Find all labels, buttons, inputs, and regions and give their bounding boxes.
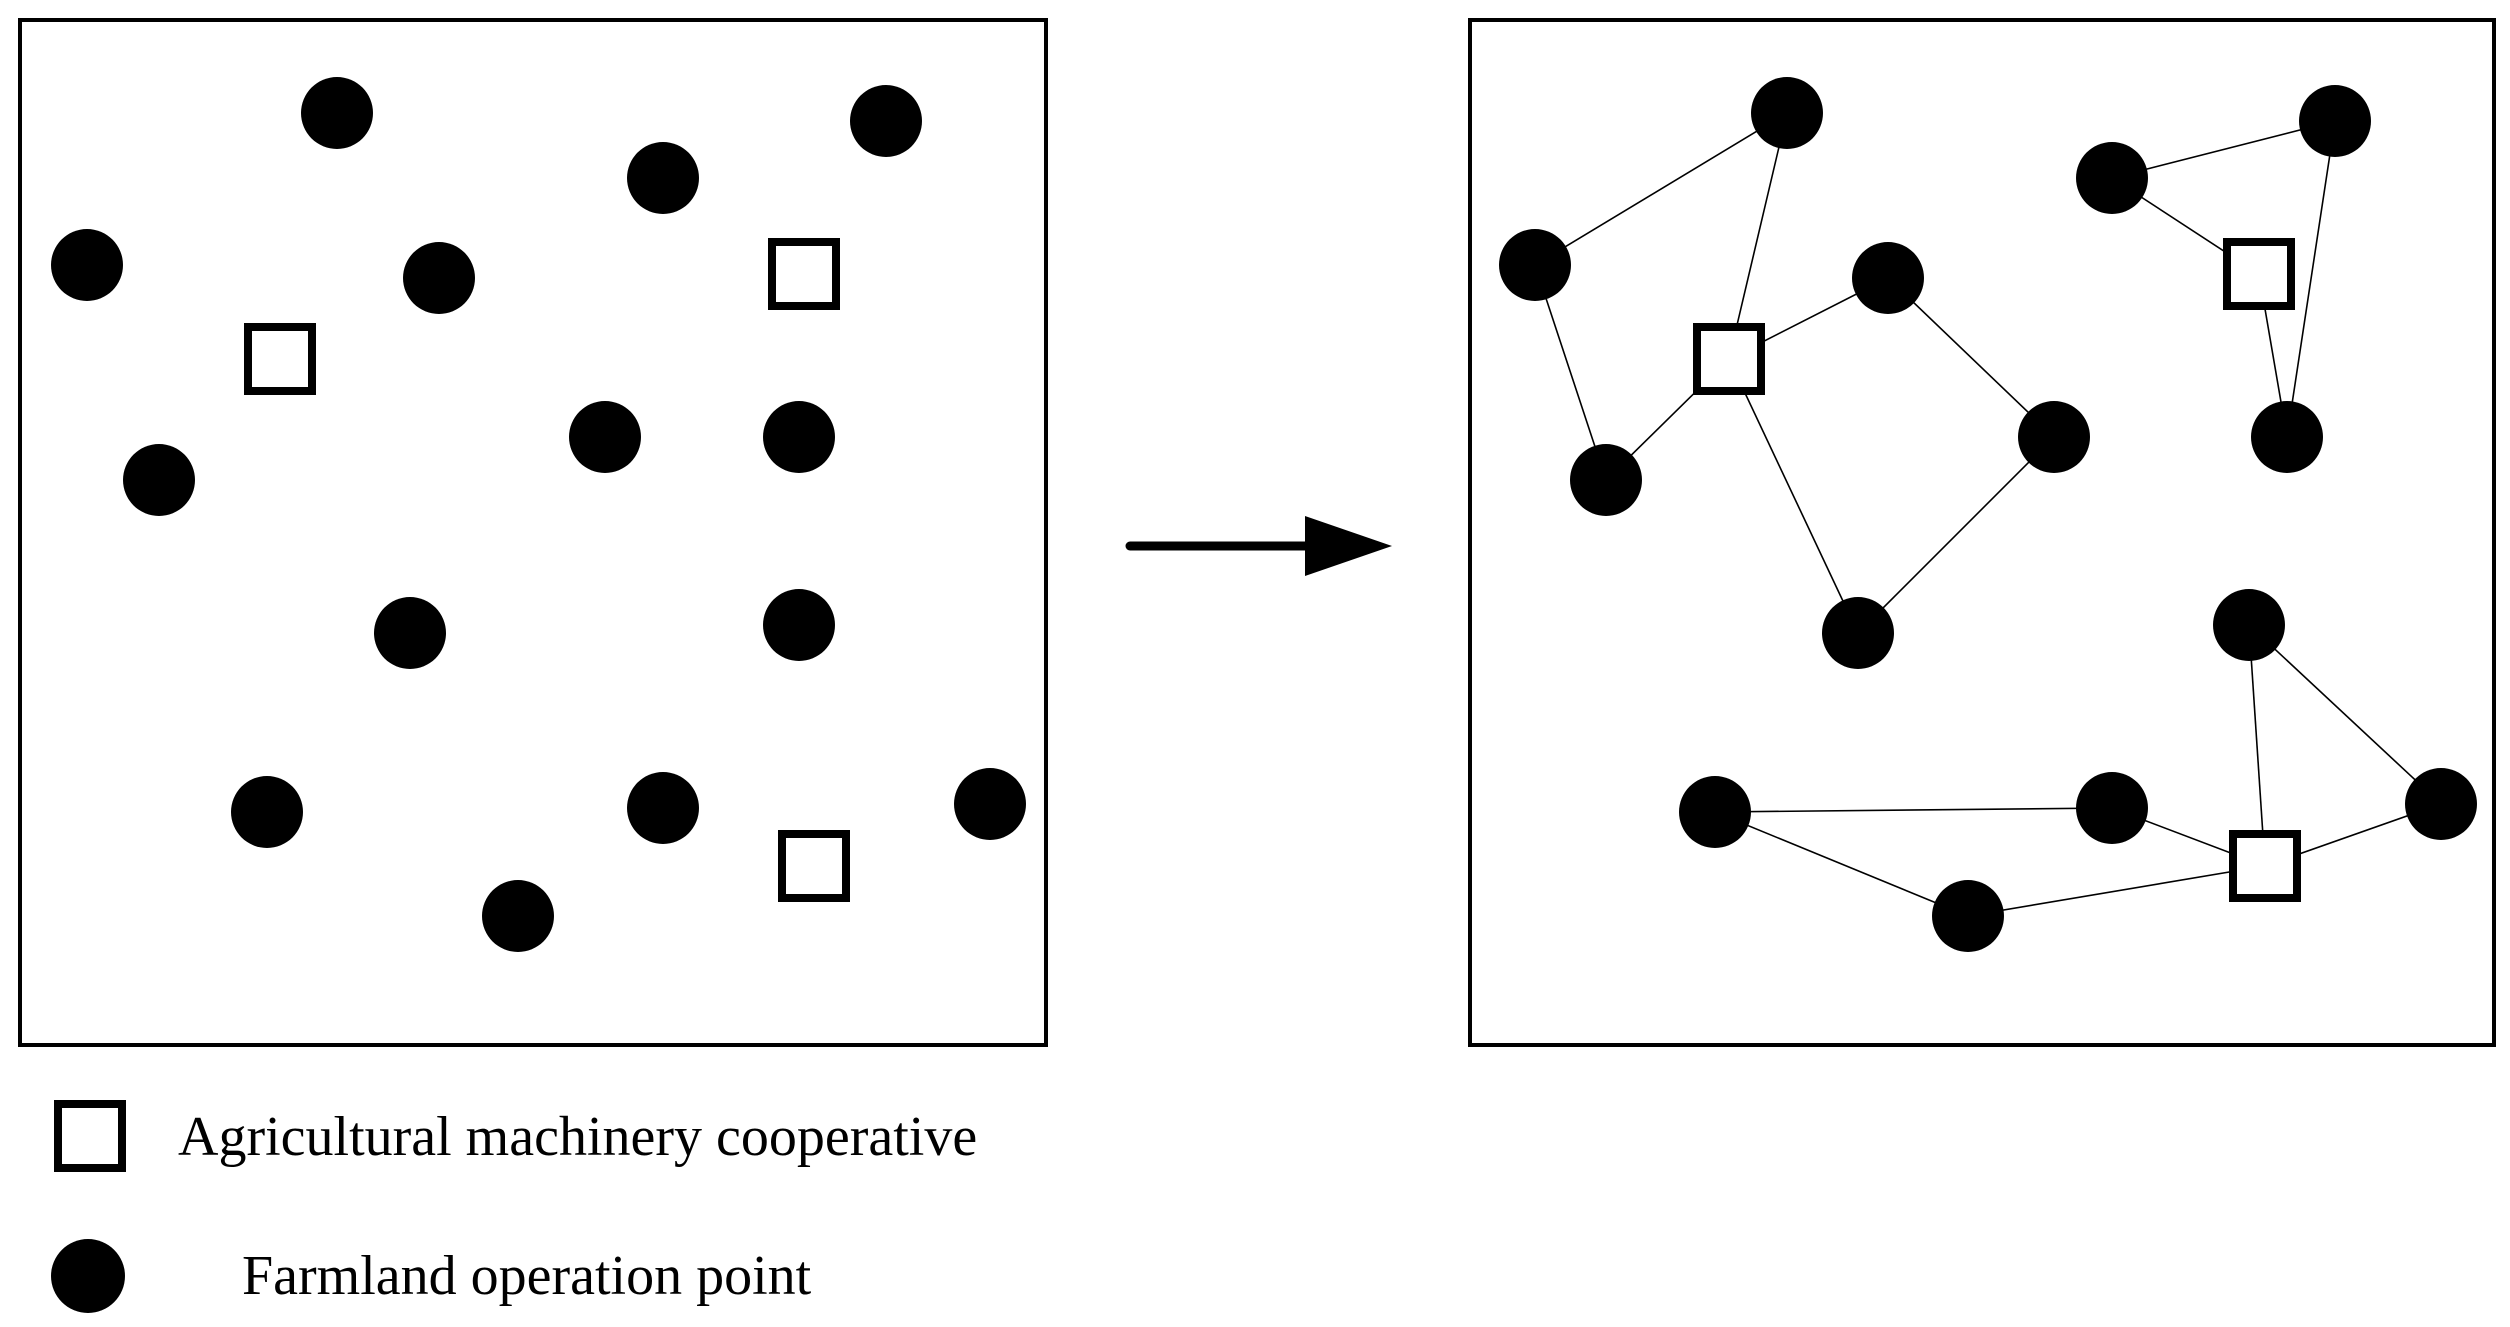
- farm-points-after: [1499, 77, 2477, 952]
- route-line: [1714, 811, 1969, 917]
- farm-point: [1679, 776, 1751, 848]
- farm-point: [2076, 772, 2148, 844]
- route-line: [1887, 277, 2055, 438]
- cooperative-square: [1693, 323, 1765, 395]
- cooperative-square: [2229, 830, 2301, 902]
- farm-point: [231, 776, 303, 848]
- farm-point: [627, 772, 699, 844]
- legend-cooperative-label: Agricultural machinery cooperative: [178, 1106, 977, 1168]
- panel-before-frame: [18, 18, 1048, 1047]
- legend-farm-point-icon: [51, 1239, 125, 1313]
- route-line: [1534, 264, 1607, 481]
- farm-point: [569, 401, 641, 473]
- route-line: [1728, 358, 1859, 634]
- farm-point: [374, 597, 446, 669]
- farm-point: [1932, 880, 2004, 952]
- farm-point: [1499, 229, 1571, 301]
- farm-point: [123, 444, 195, 516]
- cooperative-square: [2223, 238, 2295, 310]
- farm-point: [51, 229, 123, 301]
- farm-point: [850, 85, 922, 157]
- cooperative-square: [244, 323, 316, 395]
- farm-point: [2018, 401, 2090, 473]
- route-line: [2111, 120, 2336, 179]
- route-line: [1967, 865, 2266, 917]
- cooperatives-after: [1693, 238, 2301, 902]
- farm-point: [2213, 589, 2285, 661]
- farm-point: [482, 880, 554, 952]
- farm-point: [1751, 77, 1823, 149]
- route-line: [1857, 436, 2055, 634]
- farm-point: [2405, 768, 2477, 840]
- legend-cooperative-icon: [54, 1100, 126, 1172]
- route-line: [2248, 624, 2266, 867]
- farm-point: [763, 401, 835, 473]
- legend: Agricultural machinery cooperative Farml…: [51, 1100, 977, 1313]
- panel-before: [18, 18, 1048, 1047]
- farm-point: [301, 77, 373, 149]
- route-line: [1728, 112, 1788, 360]
- farm-point: [627, 142, 699, 214]
- farm-points-before: [51, 77, 1026, 952]
- farm-point: [763, 589, 835, 661]
- farm-point: [2076, 142, 2148, 214]
- panel-after: [1468, 18, 2496, 1047]
- panel-after-frame: [1468, 18, 2496, 1047]
- route-line: [1534, 112, 1788, 266]
- farm-point: [1852, 242, 1924, 314]
- route-line: [2286, 120, 2336, 438]
- legend-farm-point-label: Farmland operation point: [242, 1245, 812, 1307]
- route-line: [2248, 624, 2442, 805]
- farm-point: [1822, 597, 1894, 669]
- cooperative-square: [768, 238, 840, 310]
- route-line: [1714, 807, 2113, 813]
- farm-point: [954, 768, 1026, 840]
- farm-point: [1570, 444, 1642, 516]
- farm-point: [2251, 401, 2323, 473]
- transition-arrow-icon: [1125, 516, 1392, 576]
- farm-point: [403, 242, 475, 314]
- cooperatives-before: [244, 238, 850, 902]
- cooperative-square: [778, 830, 850, 902]
- farm-point: [2299, 85, 2371, 157]
